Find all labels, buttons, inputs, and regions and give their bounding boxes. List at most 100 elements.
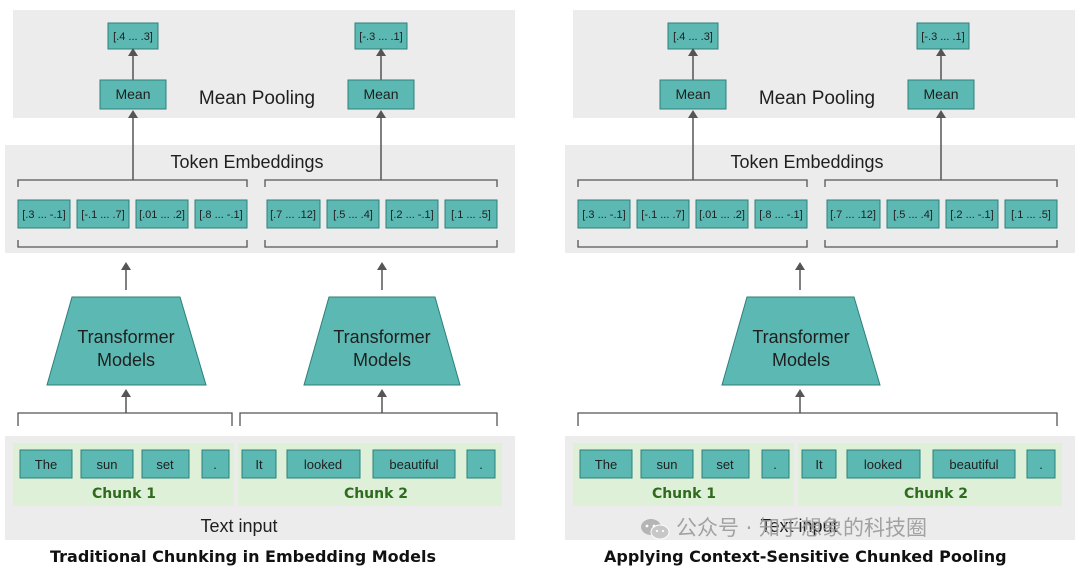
mean-box-2 bbox=[347, 79, 415, 110]
embedding-box bbox=[1004, 199, 1058, 229]
model-label-2-line2: Models bbox=[353, 350, 411, 370]
embedding-box bbox=[17, 199, 71, 229]
text-input-label: Text input bbox=[200, 516, 277, 536]
mean-label-1: Mean bbox=[115, 86, 150, 102]
transformer-model-1 bbox=[46, 296, 207, 386]
arrowhead bbox=[376, 48, 386, 56]
arrowhead bbox=[688, 48, 698, 56]
output-label-2: [-.3 ... .1] bbox=[921, 31, 964, 43]
token-box bbox=[201, 449, 230, 479]
mean-label-2: Mean bbox=[363, 86, 398, 102]
embedding-value: [.01 ... .2] bbox=[139, 209, 185, 221]
token-label: The bbox=[595, 457, 617, 472]
embedding-box bbox=[754, 199, 808, 229]
bracket-bottom-2 bbox=[264, 240, 498, 248]
arrowhead bbox=[121, 389, 131, 397]
transformer-model-2 bbox=[303, 296, 461, 386]
embeddings-label: Token Embeddings bbox=[730, 152, 883, 172]
embedding-box bbox=[385, 199, 439, 229]
embedding-value: [.1 ... .5] bbox=[451, 209, 491, 221]
token-box bbox=[640, 449, 694, 479]
embedding-value: [.8 ... -.1] bbox=[199, 209, 242, 221]
diagram-context-sensitive: [.4 ... .3] [-.3 ... .1] Mean Mean Mean … bbox=[565, 10, 1075, 540]
embedding-box bbox=[826, 199, 881, 229]
panel-context-sensitive: [.4 ... .3] [-.3 ... .1] Mean Mean Mean … bbox=[560, 0, 1080, 574]
output-label-1: [.4 ... .3] bbox=[113, 31, 153, 43]
embedding-box bbox=[945, 199, 999, 229]
token-box bbox=[286, 449, 361, 479]
token-label: It bbox=[815, 457, 823, 472]
arrowhead bbox=[377, 389, 387, 397]
embedding-box bbox=[886, 199, 940, 229]
arrowhead bbox=[936, 110, 946, 118]
mean-label-2: Mean bbox=[923, 86, 958, 102]
embedding-value: [.3 ... -.1] bbox=[582, 209, 625, 221]
token-label: The bbox=[35, 457, 57, 472]
token-box bbox=[932, 449, 1016, 479]
panel-traditional: [.4 ... .3] [-.3 ... .1] Mean Mean Mean … bbox=[5, 10, 515, 566]
arrowhead bbox=[128, 110, 138, 118]
transformer-model bbox=[721, 296, 881, 386]
embedding-box bbox=[636, 199, 690, 229]
watermark: 公众号 · 知乎想象的科技圈 bbox=[640, 512, 927, 542]
embedding-value: [-.1 ... .7] bbox=[81, 209, 124, 221]
bracket-top-2 bbox=[824, 179, 1058, 187]
token-label: It bbox=[255, 457, 263, 472]
chunk-2-label: Chunk 2 bbox=[344, 486, 408, 502]
token-box bbox=[19, 449, 73, 479]
chunk-1-label: Chunk 1 bbox=[652, 486, 716, 502]
token-label: beautiful bbox=[949, 457, 998, 472]
diagram-traditional: [.4 ... .3] [-.3 ... .1] Mean Mean Mean … bbox=[5, 10, 515, 540]
embedding-box bbox=[577, 199, 631, 229]
arrowhead bbox=[377, 262, 387, 270]
embedding-value: [.2 ... -.1] bbox=[390, 209, 433, 221]
embedding-value: [.7 ... .12] bbox=[270, 209, 316, 221]
token-label: set bbox=[156, 457, 174, 472]
embedding-value: [.5 ... .4] bbox=[893, 209, 933, 221]
output-box-1 bbox=[107, 22, 159, 50]
token-box bbox=[466, 449, 496, 479]
mean-box-2 bbox=[907, 79, 975, 110]
bracket-bottom-2 bbox=[824, 240, 1058, 248]
token-label: . bbox=[213, 457, 217, 472]
model-label-line2: Models bbox=[772, 350, 830, 370]
bracket-bottom-1 bbox=[577, 240, 808, 248]
token-label: looked bbox=[304, 457, 342, 472]
mean-box-1 bbox=[99, 79, 167, 110]
arrowhead bbox=[121, 262, 131, 270]
embedding-value: [.1 ... .5] bbox=[1011, 209, 1051, 221]
output-box-2 bbox=[916, 22, 970, 50]
chunk-2-area bbox=[798, 443, 1062, 506]
token-label: looked bbox=[864, 457, 902, 472]
embedding-box bbox=[444, 199, 498, 229]
token-box bbox=[80, 449, 134, 479]
chunk-1-label: Chunk 1 bbox=[92, 486, 156, 502]
token-box bbox=[701, 449, 750, 479]
arrowhead bbox=[795, 262, 805, 270]
token-box bbox=[141, 449, 190, 479]
token-box bbox=[801, 449, 837, 479]
embedding-value: [.8 ... -.1] bbox=[759, 209, 802, 221]
chunk-2-label: Chunk 2 bbox=[904, 486, 968, 502]
embedding-value: [.3 ... -.1] bbox=[22, 209, 65, 221]
embedding-value: [.7 ... .12] bbox=[830, 209, 876, 221]
panel-title: Applying Context-Sensitive Chunked Pooli… bbox=[604, 547, 1007, 566]
token-label: set bbox=[716, 457, 734, 472]
text-input-label: Text input bbox=[760, 516, 837, 536]
embedding-box bbox=[135, 199, 189, 229]
embedding-box bbox=[76, 199, 130, 229]
embedding-value: [.2 ... -.1] bbox=[950, 209, 993, 221]
arrowhead bbox=[795, 389, 805, 397]
token-label: sun bbox=[97, 457, 118, 472]
chunk-2-area bbox=[238, 443, 502, 506]
token-label: sun bbox=[657, 457, 678, 472]
embedding-value: [-.1 ... .7] bbox=[641, 209, 684, 221]
arrowhead bbox=[376, 110, 386, 118]
embeddings-band bbox=[565, 145, 1075, 253]
output-label-2: [-.3 ... .1] bbox=[359, 31, 402, 43]
watermark-text: 公众号 · 知乎想象的科技圈 bbox=[676, 516, 928, 540]
token-box bbox=[372, 449, 456, 479]
embedding-box bbox=[266, 199, 321, 229]
token-label: beautiful bbox=[389, 457, 438, 472]
token-box bbox=[579, 449, 633, 479]
